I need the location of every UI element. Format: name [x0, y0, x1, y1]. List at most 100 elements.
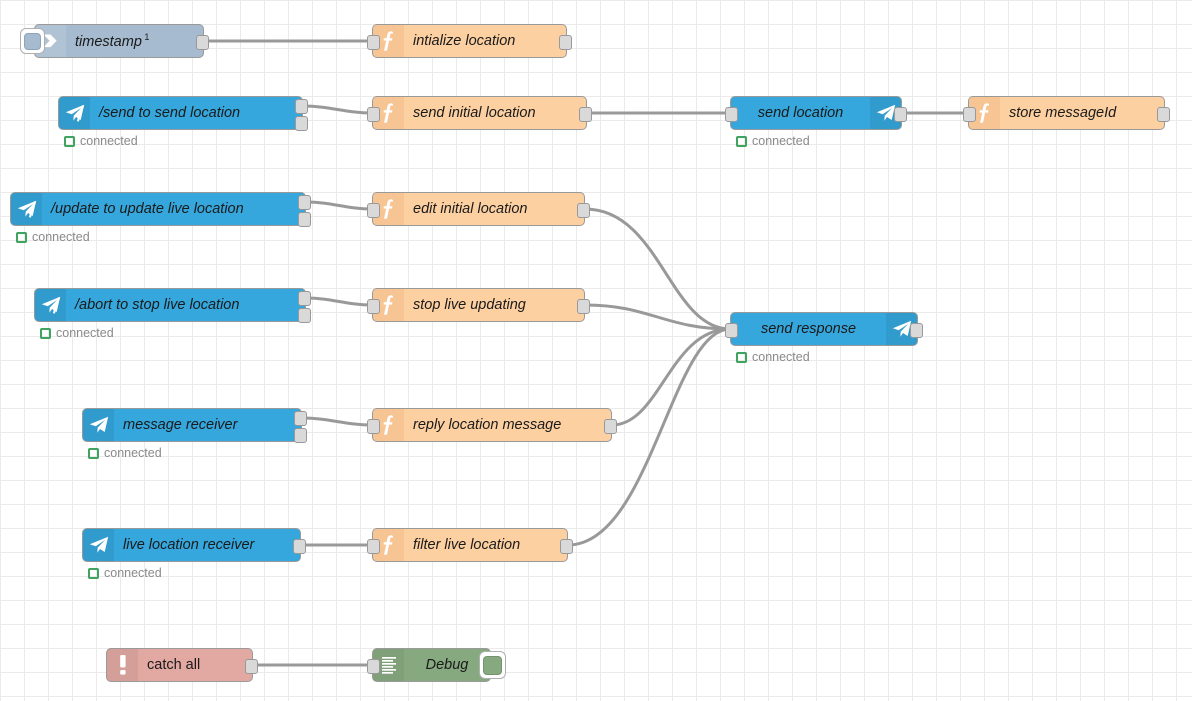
node-body: filter live location [373, 529, 567, 561]
node-send-response[interactable]: send response [725, 312, 923, 346]
input-port[interactable] [367, 419, 380, 434]
input-port[interactable] [367, 539, 380, 554]
node-abort-command[interactable]: /abort to stop live location [34, 288, 311, 323]
wire-abort-command-to-stop-live-updating[interactable] [304, 296, 374, 307]
node-label: filter live location [413, 537, 521, 553]
input-port[interactable] [963, 107, 976, 122]
output-port-1[interactable] [894, 107, 907, 122]
output-port-1[interactable] [604, 419, 617, 434]
wire-edit-initial-location-to-send-response[interactable] [583, 207, 732, 331]
node-live-location-receiver[interactable]: live location receiver [82, 528, 306, 562]
node-label: stop live updating [413, 297, 526, 313]
node-filter-live-location[interactable]: filter live location [367, 528, 573, 562]
output-port-1[interactable] [577, 203, 590, 218]
node-intialize-location[interactable]: intialize location [367, 24, 572, 58]
output-port-1[interactable] [579, 107, 592, 122]
node-label: timestamp 1 [75, 32, 150, 50]
node-body: intialize location [373, 25, 566, 57]
inject-trigger-button[interactable] [20, 28, 45, 54]
output-port-2[interactable] [294, 428, 307, 443]
node-label: edit initial location [413, 201, 528, 217]
node-message-receiver[interactable]: message receiver [82, 408, 307, 443]
output-port-1[interactable] [294, 411, 307, 426]
status-label: connected [32, 230, 90, 244]
node-catch-all[interactable]: catch all [106, 648, 258, 682]
node-label: /send to send location [99, 105, 241, 121]
node-label: send initial location [413, 105, 536, 121]
node-label: /update to update live location [51, 201, 244, 217]
exclamation-icon [107, 649, 138, 681]
node-body: /send to send location [59, 97, 302, 129]
node-label: live location receiver [123, 537, 255, 553]
status-square-icon [736, 135, 747, 147]
output-port-1[interactable] [196, 35, 209, 50]
node-timestamp[interactable]: timestamp 1 [20, 24, 209, 58]
status-send-location: connected [736, 134, 810, 148]
node-body: store messageId [969, 97, 1164, 129]
node-body: catch all [107, 649, 252, 681]
node-send-location[interactable]: send location [725, 96, 907, 130]
node-body: edit initial location [373, 193, 584, 225]
output-port-1[interactable] [560, 539, 573, 554]
input-port[interactable] [367, 659, 380, 674]
input-port[interactable] [367, 107, 380, 122]
status-square-icon [64, 135, 75, 147]
node-label: send response [760, 321, 857, 337]
node-label: Debug [425, 657, 469, 673]
node-body: message receiver [83, 409, 301, 441]
input-port[interactable] [367, 203, 380, 218]
output-port-1[interactable] [910, 323, 923, 338]
output-port-1[interactable] [245, 659, 258, 674]
status-label: connected [56, 326, 114, 340]
wire-send-command-to-send-initial-location[interactable] [301, 104, 374, 115]
output-port-1[interactable] [298, 291, 311, 306]
node-send-initial-location[interactable]: send initial location [367, 96, 592, 130]
wire-stop-live-updating-to-send-response[interactable] [583, 303, 732, 331]
input-port[interactable] [367, 35, 380, 50]
node-reply-location-message[interactable]: reply location message [367, 408, 617, 442]
node-body: reply location message [373, 409, 611, 441]
node-body: send response [731, 313, 917, 345]
status-label: connected [752, 134, 810, 148]
output-port-1[interactable] [577, 299, 590, 314]
status-send-response: connected [736, 350, 810, 364]
node-label: intialize location [413, 33, 516, 49]
output-port-2[interactable] [298, 212, 311, 227]
input-port[interactable] [725, 323, 738, 338]
output-port-1[interactable] [1157, 107, 1170, 122]
output-port-1[interactable] [293, 539, 306, 554]
node-stop-live-updating[interactable]: stop live updating [367, 288, 590, 322]
wire-reply-location-message-to-send-response[interactable] [610, 327, 732, 427]
node-label: store messageId [1009, 105, 1117, 121]
output-port-1[interactable] [295, 99, 308, 114]
node-store-messageid[interactable]: store messageId [963, 96, 1170, 130]
telegram-command-icon [11, 193, 42, 225]
status-live-location-receiver: connected [88, 566, 162, 580]
status-abort-command: connected [40, 326, 114, 340]
node-body: send initial location [373, 97, 586, 129]
node-debug[interactable]: Debug [367, 648, 506, 682]
telegram-icon [83, 529, 114, 561]
input-port[interactable] [725, 107, 738, 122]
wire-update-command-to-edit-initial-location[interactable] [304, 200, 374, 211]
node-body: stop live updating [373, 289, 584, 321]
node-body: timestamp 1 [35, 25, 203, 57]
wire-message-receiver-to-reply-location-message[interactable] [300, 416, 374, 427]
telegram-command-icon [59, 97, 90, 129]
output-port-2[interactable] [295, 116, 308, 131]
node-edit-initial-location[interactable]: edit initial location [367, 192, 590, 226]
telegram-command-icon [35, 289, 66, 321]
status-label: connected [80, 134, 138, 148]
status-message-receiver: connected [88, 446, 162, 460]
output-port-1[interactable] [298, 195, 311, 210]
node-update-command[interactable]: /update to update live location [10, 192, 311, 227]
node-send-command[interactable]: /send to send location [58, 96, 308, 131]
input-port[interactable] [367, 299, 380, 314]
node-label: message receiver [123, 417, 238, 433]
status-square-icon [40, 327, 51, 339]
output-port-2[interactable] [298, 308, 311, 323]
debug-enable-toggle[interactable] [479, 651, 506, 679]
output-port-1[interactable] [559, 35, 572, 50]
status-label: connected [104, 566, 162, 580]
